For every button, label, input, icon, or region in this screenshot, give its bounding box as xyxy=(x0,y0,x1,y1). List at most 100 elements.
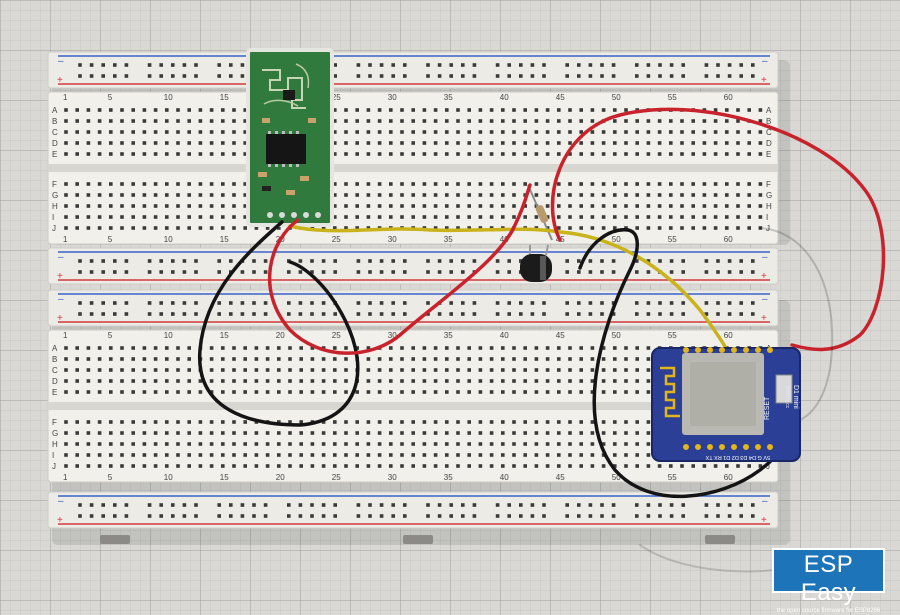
breadboard-hole xyxy=(240,301,245,305)
breadboard-hole xyxy=(209,141,214,145)
breadboard-hole xyxy=(680,119,684,123)
breadboard-hole xyxy=(243,464,247,468)
breadboard-hole xyxy=(449,63,453,67)
breadboard-hole xyxy=(758,464,763,468)
breadboard-hole xyxy=(221,453,225,457)
breadboard-hole xyxy=(422,215,427,219)
breadboard-hole xyxy=(389,182,393,186)
breadboard-hole xyxy=(433,204,438,208)
breadboard-hole xyxy=(344,108,348,112)
breadboard-hole xyxy=(120,464,124,468)
breadboard-hole xyxy=(109,453,113,457)
breadboard-hole xyxy=(187,141,191,145)
breadboard-hole xyxy=(590,204,595,208)
breadboard-hole xyxy=(751,514,755,518)
breadboard-hole xyxy=(277,226,281,230)
breadboard-hole xyxy=(422,346,427,350)
breadboard-hole xyxy=(725,182,729,186)
breadboard-hole xyxy=(403,270,407,274)
breadboard-hole xyxy=(310,259,314,263)
breadboard-hole xyxy=(725,119,729,123)
breadboard-hole xyxy=(727,63,732,67)
rail-plus-label: + xyxy=(57,313,63,324)
breadboard-hole xyxy=(681,312,685,316)
breadboard-hole xyxy=(120,420,124,424)
breadboard-hole xyxy=(243,431,247,435)
breadboard-hole xyxy=(501,368,505,372)
breadboard-hole xyxy=(727,514,732,518)
breadboard-hole xyxy=(240,312,245,316)
breadboard-hole xyxy=(646,368,651,372)
breadboard-hole xyxy=(601,152,606,156)
breadboard-hole xyxy=(635,503,639,507)
breadboard-hole xyxy=(153,152,158,156)
breadboard-hole xyxy=(624,215,628,219)
breadboard-hole xyxy=(198,442,203,446)
breadboard-hole xyxy=(433,431,438,435)
breadboard-hole xyxy=(519,312,523,316)
rail-minus-label: – xyxy=(58,56,64,67)
breadboard-hole xyxy=(579,368,583,372)
breadboard-hole xyxy=(142,226,147,230)
breadboard-hole xyxy=(159,74,163,78)
breadboard-hole xyxy=(389,130,393,134)
breadboard-hole xyxy=(277,464,281,468)
breadboard-hole xyxy=(613,464,617,468)
breadboard-hole xyxy=(377,193,382,197)
breadboard-hole xyxy=(613,152,617,156)
breadboard-hole xyxy=(478,119,483,123)
breadboard-hole xyxy=(298,503,303,507)
row-letter: C xyxy=(52,366,58,375)
breadboard-hole xyxy=(501,442,505,446)
breadboard-hole xyxy=(600,503,604,507)
column-number: 10 xyxy=(164,93,173,102)
breadboard-hole xyxy=(680,193,684,197)
breadboard-hole xyxy=(579,390,583,394)
breadboard-hole xyxy=(400,215,404,219)
breadboard-hole xyxy=(669,301,674,305)
breadboard-hole xyxy=(437,63,442,67)
breadboard-hole xyxy=(265,379,270,383)
breadboard-hole xyxy=(568,431,572,435)
breadboard-hole xyxy=(467,119,471,123)
breadboard-hole xyxy=(669,119,673,123)
breadboard-hole xyxy=(221,193,225,197)
breadboard-hole xyxy=(265,357,270,361)
breadboard-hole xyxy=(97,357,102,361)
breadboard-hole xyxy=(277,357,281,361)
breadboard-hole xyxy=(389,464,393,468)
breadboard-hole xyxy=(277,346,281,350)
breadboard-hole xyxy=(611,270,616,274)
breadboard-hole xyxy=(523,431,527,435)
breadboard-hole xyxy=(713,119,718,123)
breadboard-hole xyxy=(557,215,561,219)
breadboard-hole xyxy=(86,390,91,394)
breadboard-hole xyxy=(736,152,740,156)
breadboard-hole xyxy=(368,259,372,263)
breadboard-hole xyxy=(198,193,203,197)
breadboard-hole xyxy=(716,514,720,518)
breadboard-hole xyxy=(254,431,259,435)
breadboard-hole xyxy=(153,442,158,446)
breadboard-hole xyxy=(333,514,337,518)
breadboard-hole xyxy=(299,390,303,394)
breadboard-hole xyxy=(120,368,124,372)
breadboard-hole xyxy=(657,152,662,156)
breadboard-hole xyxy=(445,431,449,435)
breadboard-hole xyxy=(187,204,191,208)
breadboard-hole xyxy=(333,442,337,446)
breadboard-hole xyxy=(64,215,68,219)
breadboard-hole xyxy=(120,182,124,186)
breadboard-hole xyxy=(624,420,628,424)
breadboard-hole xyxy=(153,431,158,435)
column-number: 5 xyxy=(108,93,113,102)
breadboard-hole xyxy=(356,270,361,274)
breadboard-hole xyxy=(86,442,91,446)
column-number: 10 xyxy=(164,473,173,482)
breadboard-hole xyxy=(565,259,569,263)
breadboard-hole xyxy=(433,108,438,112)
breadboard-hole xyxy=(588,312,593,316)
breadboard-hole xyxy=(379,503,384,507)
breadboard-hole xyxy=(209,130,214,134)
breadboard-hole xyxy=(101,301,105,305)
